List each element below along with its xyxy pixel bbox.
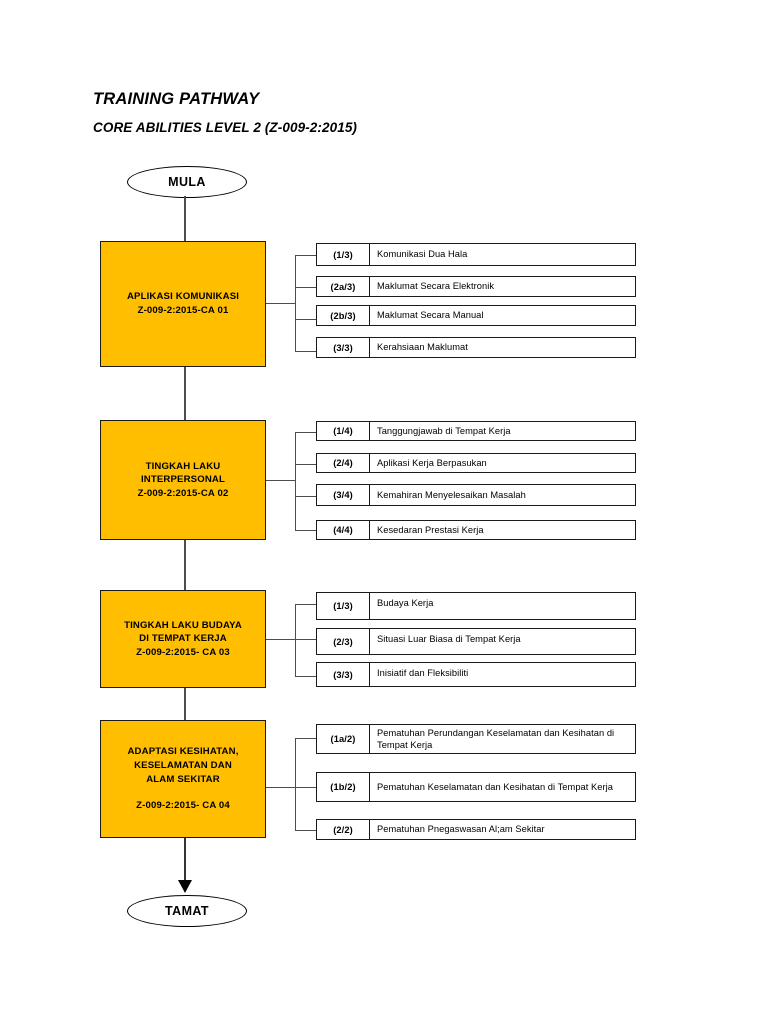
outcome-code: (2/4) [316,453,370,473]
terminator-start: MULA [127,166,247,198]
process-block-tingkah-laku-budaya[interactable]: TINGKAH LAKU BUDAYA DI TEMPAT KERJA Z-00… [100,590,266,688]
outcome-label: Tanggungjawab di Tempat Kerja [370,421,636,441]
outcome-code: (4/4) [316,520,370,540]
branch-spine [295,255,297,351]
connector-block-4-to-end [184,838,186,883]
branch-spine [295,738,297,830]
outcome-row[interactable]: (1b/2) Pematuhan Keselamatan dan Kesihat… [316,772,636,802]
outcome-label: Aplikasi Kerja Berpasukan [370,453,636,473]
process-block-aplikasi-komunikasi[interactable]: APLIKASI KOMUNIKASI Z-009-2:2015-CA 01 [100,241,266,367]
outcome-code: (1b/2) [316,772,370,802]
block-title: TINGKAH LAKU BUDAYA DI TEMPAT KERJA [124,619,242,645]
outcome-code: (2b/3) [316,305,370,326]
outcome-code: (3/3) [316,337,370,358]
branch-stub-out [295,604,321,606]
branch-stub-in [266,303,296,305]
page-subtitle: CORE ABILITIES LEVEL 2 (Z-009-2:2015) [93,120,358,135]
outcome-code: (2a/3) [316,276,370,297]
outcome-row[interactable]: (1a/2) Pematuhan Perundangan Keselamatan… [316,724,636,754]
outcome-row[interactable]: (1/3) Budaya Kerja [316,592,636,620]
outcome-label: Maklumat Secara Elektronik [370,276,636,297]
outcome-row[interactable]: (2b/3) Maklumat Secara Manual [316,305,636,326]
outcome-label: Inisiatif dan Fleksibiliti [370,662,636,687]
branch-stub-out [295,639,321,641]
branch-stub-out [295,319,321,321]
branch-stub-in [266,480,296,482]
branch-stub-in [266,639,296,641]
outcome-label: Pematuhan Keselamatan dan Kesihatan di T… [370,772,636,802]
branch-stub-out [295,432,321,434]
outcome-row[interactable]: (1/4) Tanggungjawab di Tempat Kerja [316,421,636,441]
page-title: TRAINING PATHWAY [93,90,260,108]
outcome-label: Kesedaran Prestasi Kerja [370,520,636,540]
outcome-label: Kerahsiaan Maklumat [370,337,636,358]
outcome-code: (3/4) [316,484,370,506]
terminator-end: TAMAT [127,895,247,927]
outcome-label: Pematuhan Pnegaswasan Al;am Sekitar [370,819,636,840]
branch-stub-out [295,787,321,789]
block-code: Z-009-2:2015- CA 04 [136,800,230,812]
branch-stub-out [295,287,321,289]
outcome-label: Komunikasi Dua Hala [370,243,636,266]
outcome-row[interactable]: (2a/3) Maklumat Secara Elektronik [316,276,636,297]
branch-stub-out [295,530,321,532]
block-title: TINGKAH LAKU INTERPERSONAL [140,460,226,486]
outcome-label: Kemahiran Menyelesaikan Masalah [370,484,636,506]
branch-spine [295,432,297,530]
outcome-code: (3/3) [316,662,370,687]
branch-stub-in [266,787,296,789]
arrowhead-down-icon [178,880,192,893]
heading-block: TRAINING PATHWAY CORE ABILITIES LEVEL 2 … [93,90,357,135]
outcome-label: Maklumat Secara Manual [370,305,636,326]
connector-start-to-block-1 [184,196,186,241]
outcome-code: (1/3) [316,592,370,620]
block-code: Z-009-2:2015-CA 02 [137,487,229,499]
outcome-label: Pematuhan Perundangan Keselamatan dan Ke… [370,724,636,754]
outcome-row[interactable]: (4/4) Kesedaran Prestasi Kerja [316,520,636,540]
connector-block-3-to-block-4 [184,688,186,720]
outcome-code: (1a/2) [316,724,370,754]
branch-stub-out [295,676,321,678]
connector-block-2-to-block-3 [184,540,186,590]
process-block-adaptasi-kesihatan[interactable]: ADAPTASI KESIHATAN, KESELAMATAN DAN ALAM… [100,720,266,838]
outcome-row[interactable]: (3/4) Kemahiran Menyelesaikan Masalah [316,484,636,506]
outcome-label: Situasi Luar Biasa di Tempat Kerja [370,628,636,655]
branch-stub-out [295,496,321,498]
outcome-label: Budaya Kerja [370,592,636,620]
branch-stub-out [295,830,321,832]
outcome-row[interactable]: (1/3) Komunikasi Dua Hala [316,243,636,266]
branch-stub-out [295,464,321,466]
outcome-code: (2/2) [316,819,370,840]
outcome-row[interactable]: (3/3) Kerahsiaan Maklumat [316,337,636,358]
block-code: Z-009-2:2015-CA 01 [137,305,229,316]
block-title: APLIKASI KOMUNIKASI [126,291,240,303]
block-title: ADAPTASI KESIHATAN, KESELAMATAN DAN ALAM… [127,746,239,785]
branch-stub-out [295,255,321,257]
outcome-row[interactable]: (2/4) Aplikasi Kerja Berpasukan [316,453,636,473]
outcome-code: (1/3) [316,243,370,266]
outcome-row[interactable]: (2/2) Pematuhan Pnegaswasan Al;am Sekita… [316,819,636,840]
block-code: Z-009-2:2015- CA 03 [136,646,230,658]
outcome-code: (2/3) [316,628,370,655]
outcome-row[interactable]: (3/3) Inisiatif dan Fleksibiliti [316,662,636,687]
branch-stub-out [295,738,321,740]
connector-block-1-to-block-2 [184,367,186,420]
outcome-row[interactable]: (2/3) Situasi Luar Biasa di Tempat Kerja [316,628,636,655]
process-block-tingkah-laku-interpersonal[interactable]: TINGKAH LAKU INTERPERSONAL Z-009-2:2015-… [100,420,266,540]
outcome-code: (1/4) [316,421,370,441]
branch-stub-out [295,351,321,353]
